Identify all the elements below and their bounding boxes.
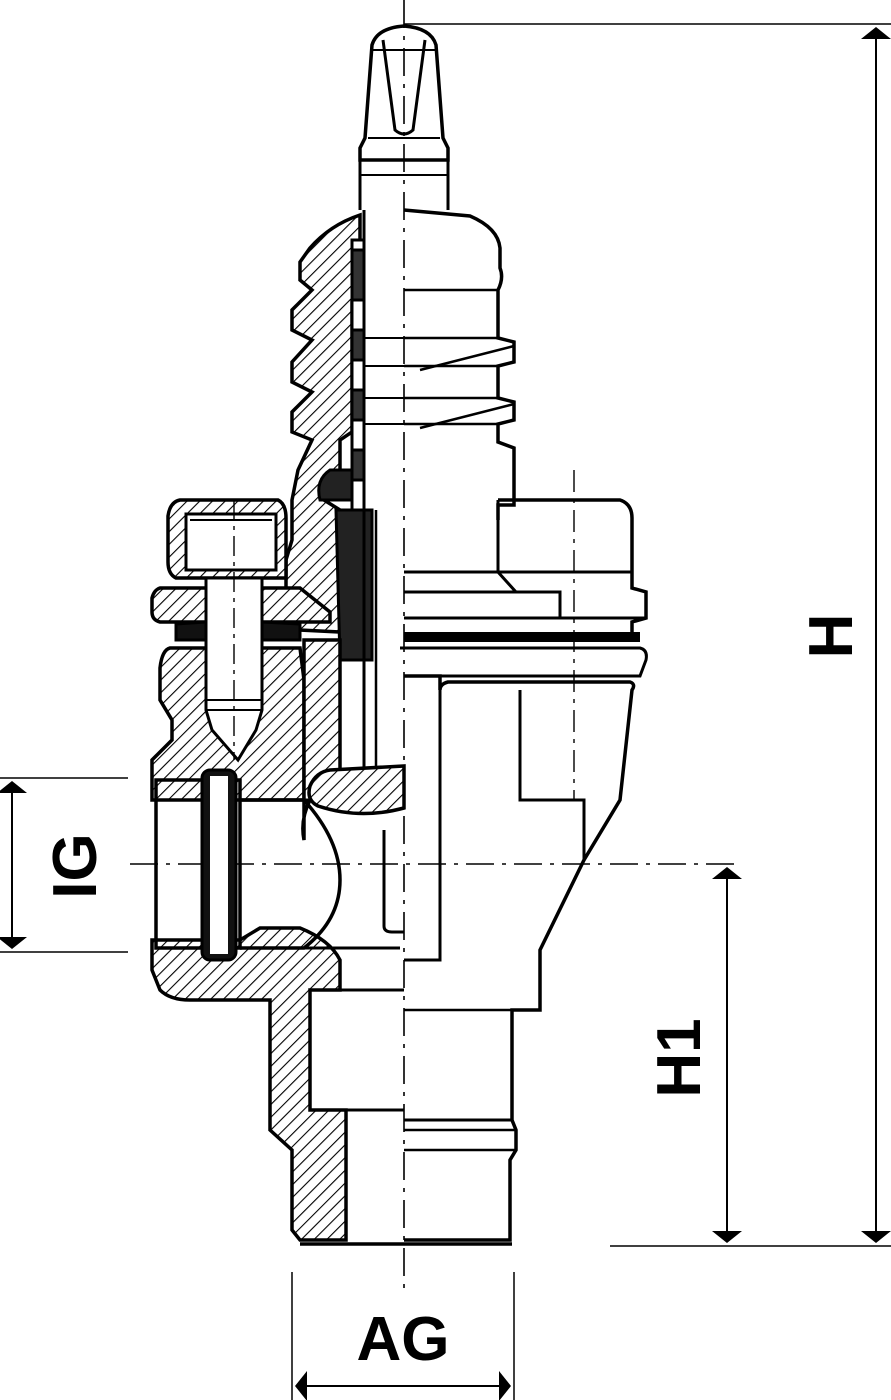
dimension-ag-label: AG: [357, 1305, 450, 1374]
cap-right: [400, 498, 648, 678]
cap-left-section: [150, 498, 332, 802]
dimension-ig-label: IG: [41, 833, 110, 898]
dimension-h-label: H: [797, 614, 866, 659]
spindle-top: [358, 24, 450, 210]
dimension-h: H: [404, 23, 891, 1247]
dimension-h1-label: H1: [645, 1018, 714, 1097]
dimension-h1: H1: [610, 867, 742, 1247]
bonnet-outer: [364, 208, 516, 520]
dimension-ig: IG: [0, 777, 128, 953]
bonnet-section: [284, 212, 374, 662]
body-right: [404, 674, 636, 1242]
spindle-shaft: [362, 210, 378, 780]
dimension-ag: AG: [291, 1272, 515, 1400]
valve-disc: [307, 764, 406, 816]
